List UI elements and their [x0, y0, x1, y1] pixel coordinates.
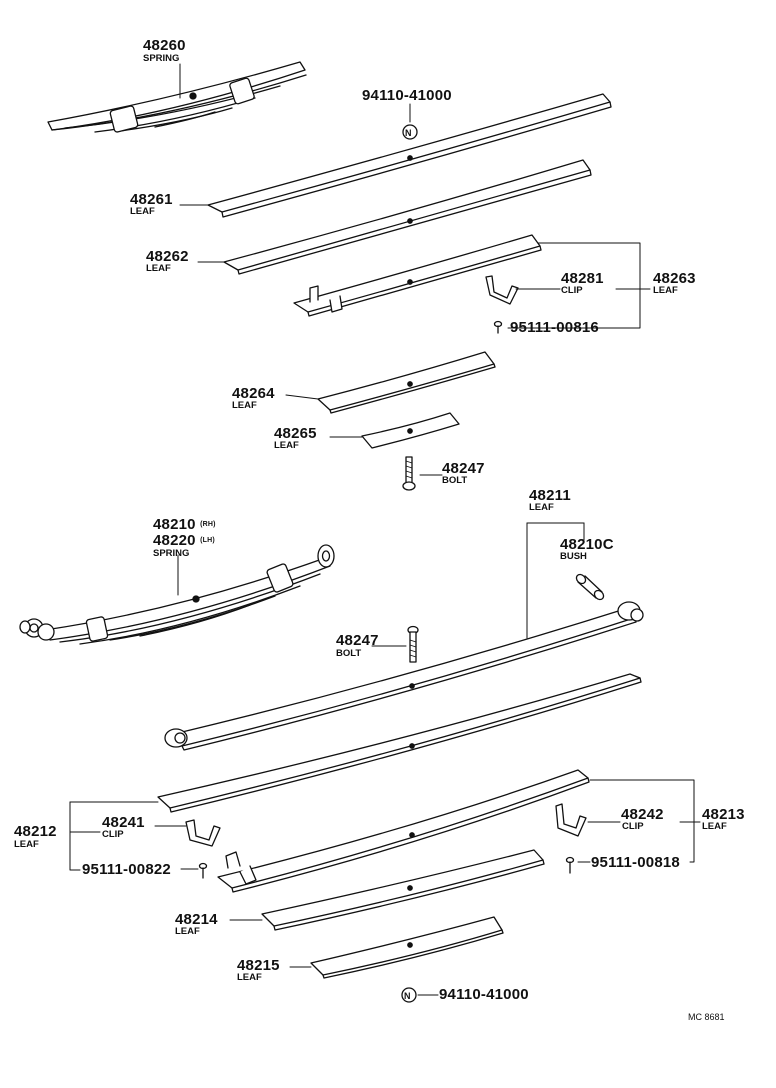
- leaf-48212: [157, 673, 642, 813]
- drawing-code: MC 8681: [688, 1012, 725, 1022]
- nut-marker-bottom-letter: N: [404, 991, 411, 1001]
- label-48210-number: 48210 (RH): [153, 517, 216, 532]
- label-48211-number: 48211: [529, 487, 571, 504]
- label-48213-name: LEAF: [702, 821, 727, 832]
- leaf-48211: [164, 601, 644, 751]
- label-48247-mid-number: 48247: [336, 632, 379, 649]
- clip-48242: [555, 803, 587, 837]
- label-95111-00816: 95111-00816: [510, 319, 599, 336]
- label-95111-00822: 95111-00822: [82, 861, 171, 878]
- leader-lines: [69, 63, 701, 996]
- label-48261-name: LEAF: [130, 206, 155, 217]
- label-48265-name: LEAF: [274, 440, 299, 451]
- label-48241-number: 48241: [102, 814, 145, 831]
- clip-48241: [185, 819, 221, 847]
- label-48264-name: LEAF: [232, 400, 257, 411]
- label-48265-number: 48265: [274, 425, 317, 442]
- label-48242-number: 48242: [621, 806, 664, 823]
- label-48210c-number: 48210C: [560, 536, 614, 553]
- label-48247-top-number: 48247: [442, 460, 485, 477]
- label-48247-mid-name: BOLT: [336, 648, 362, 659]
- label-48210c-name: BUSH: [560, 551, 587, 562]
- label-48213-number: 48213: [702, 806, 745, 823]
- spring-assembly-48260: [47, 61, 307, 133]
- bush-48210c: [575, 573, 605, 601]
- label-48220-number: 48220 (LH): [153, 533, 215, 548]
- label-48210-side: (RH): [200, 521, 216, 528]
- nut-marker-bottom: [401, 987, 417, 1003]
- bolt-95111-00816: [493, 320, 503, 334]
- nut-marker-top: [402, 124, 418, 140]
- label-48242-name: CLIP: [622, 821, 644, 832]
- leaf-48264: [317, 351, 496, 414]
- center-bolt-48247-top: [402, 456, 416, 491]
- leaf-48265: [361, 412, 460, 449]
- label-48281-number: 48281: [561, 270, 604, 287]
- clip-48281: [485, 275, 519, 305]
- leaf-48263: [293, 234, 542, 317]
- bolt-95111-00822: [198, 862, 208, 879]
- label-48263-name: LEAF: [653, 285, 678, 296]
- label-94110-top: 94110-41000: [362, 87, 452, 104]
- label-48220-digits: 48220: [153, 532, 196, 549]
- label-48212-name: LEAF: [14, 839, 39, 850]
- leaf-48262: [223, 159, 592, 275]
- bolt-95111-00818: [565, 856, 575, 874]
- label-48214-number: 48214: [175, 911, 218, 928]
- nut-marker-top-letter: N: [405, 128, 412, 138]
- label-48220-side: (LH): [200, 537, 215, 544]
- label-48215-name: LEAF: [237, 972, 262, 983]
- spring-assembly-48210: [19, 544, 335, 645]
- label-48210-digits: 48210: [153, 516, 196, 533]
- leaf-48261: [207, 93, 612, 218]
- leaf-48214: [261, 849, 545, 931]
- label-48281-name: CLIP: [561, 285, 583, 296]
- label-48241-name: CLIP: [102, 829, 124, 840]
- label-48261-number: 48261: [130, 191, 173, 208]
- label-94110-bottom: 94110-41000: [439, 986, 529, 1003]
- leaf-48213: [217, 769, 590, 893]
- label-48262-number: 48262: [146, 248, 189, 265]
- label-48263-number: 48263: [653, 270, 696, 287]
- label-48262-name: LEAF: [146, 263, 171, 274]
- label-48247-top-name: BOLT: [442, 475, 468, 486]
- label-95111-00818: 95111-00818: [591, 854, 680, 871]
- center-bolt-48247-mid: [407, 625, 419, 663]
- label-48214-name: LEAF: [175, 926, 200, 937]
- label-48260-name: SPRING: [143, 53, 180, 64]
- label-48215-number: 48215: [237, 957, 280, 974]
- leaf-48215: [310, 916, 504, 979]
- label-48211-name: LEAF: [529, 502, 554, 513]
- label-48264-number: 48264: [232, 385, 275, 402]
- label-48260-number: 48260: [143, 37, 186, 54]
- label-48212-number: 48212: [14, 823, 57, 840]
- label-48220-name: SPRING: [153, 548, 190, 559]
